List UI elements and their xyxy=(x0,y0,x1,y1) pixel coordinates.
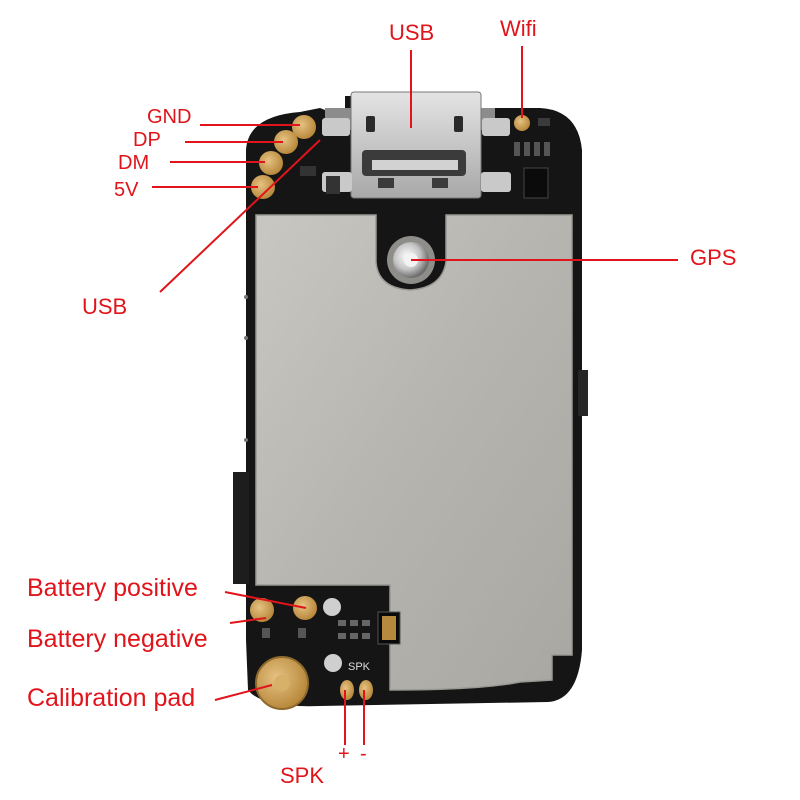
usb-connector xyxy=(322,91,511,199)
usb-left-line xyxy=(159,139,321,293)
silk-spk-text: SPK xyxy=(348,661,371,673)
spk-plus-label: + xyxy=(338,743,350,765)
side-tab xyxy=(233,472,249,584)
spk-minus-label: - xyxy=(360,743,367,765)
battery-positive-line xyxy=(224,591,307,609)
callout-lines xyxy=(152,46,678,745)
top-right-components xyxy=(514,115,550,199)
usb-left-label: USB xyxy=(82,294,128,319)
dm-label: DM xyxy=(118,152,150,174)
battery-negative-line xyxy=(229,617,267,624)
calibration-pad-label: Calibration pad xyxy=(27,684,196,712)
battery-negative-label: Battery negative xyxy=(27,625,208,653)
battery-positive-label: Battery positive xyxy=(27,574,198,602)
calibration-line xyxy=(214,684,273,701)
spk-label: SPK xyxy=(280,763,325,788)
v5-label: 5V xyxy=(114,179,139,201)
usb-top-label: USB xyxy=(389,20,435,45)
gps-label: GPS xyxy=(690,245,737,270)
metal-shield xyxy=(255,214,573,691)
usb-test-pads xyxy=(251,115,340,199)
gnd-label: GND xyxy=(147,106,192,128)
wifi-label: Wifi xyxy=(500,16,537,41)
dp-label: DP xyxy=(133,129,161,151)
